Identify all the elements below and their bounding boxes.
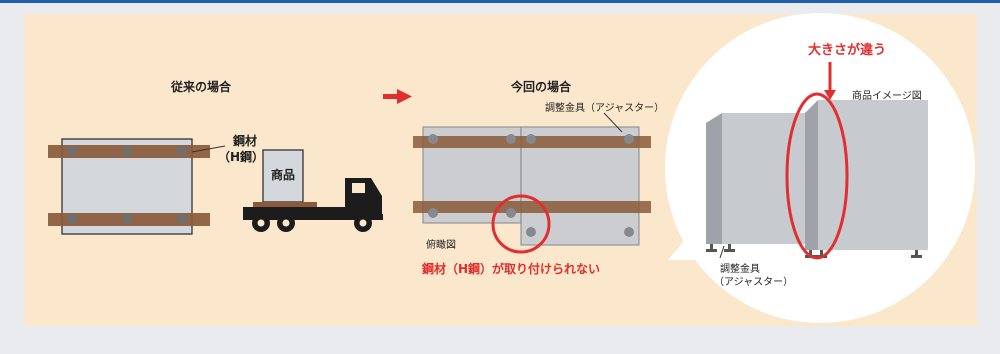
product-image-label: 商品イメージ図 [852, 91, 922, 102]
zoom-adjuster-label: 調整金具 [720, 264, 760, 275]
conventional-plate [48, 138, 210, 235]
size-pointer-arrowhead [824, 90, 836, 100]
product-image [706, 100, 928, 258]
zoom-adjuster-label-sub: （アジャスター） [714, 277, 794, 288]
steel-label-sub: （H鋼） [218, 150, 265, 164]
top-accent-rule [0, 0, 1000, 3]
current-case-title: 今回の場合 [511, 80, 572, 94]
steel-label: 鋼材 [233, 134, 258, 148]
warning-text: 鋼材（H鋼）が取り付けられない [422, 262, 601, 276]
top-view-plates [413, 126, 651, 246]
truck-icon [243, 149, 383, 232]
conventional-case-title: 従来の場合 [171, 80, 232, 94]
adjuster-label: 調整金具（アジャスター） [545, 103, 665, 114]
zoom-adjuster-leader [719, 245, 725, 259]
size-difference-highlight [785, 92, 849, 260]
problem-highlight-circle [491, 194, 551, 254]
top-view-label: 俯瞰図 [426, 240, 456, 251]
size-differs-label: 大きさが違う [808, 43, 887, 58]
steel-leader-line [191, 145, 226, 153]
adjuster-leader-line [603, 112, 623, 133]
arrow-right-icon [383, 89, 412, 104]
goods-label: 商品 [271, 168, 296, 182]
